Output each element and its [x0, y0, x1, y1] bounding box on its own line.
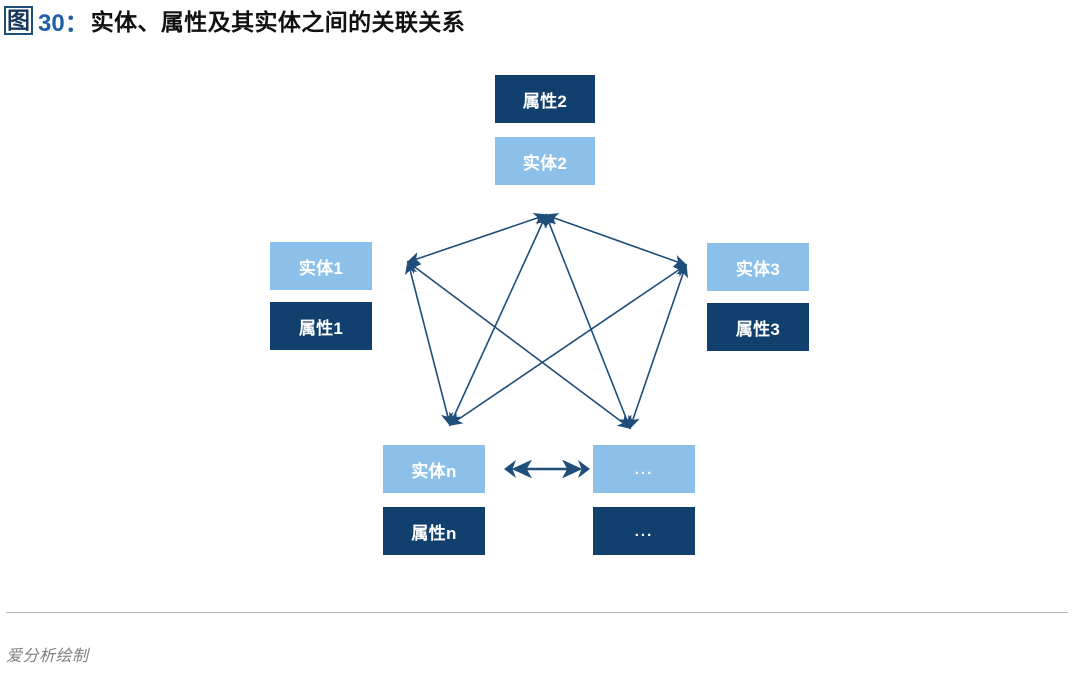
node-group-entity3: 实体3 属性3: [707, 243, 809, 351]
node-group-entity1: 实体1 属性1: [270, 242, 372, 350]
attribute-box-3[interactable]: 属性3: [707, 303, 809, 351]
edge-node3-noden: [448, 264, 688, 426]
entity-box-2[interactable]: 实体2: [495, 137, 595, 185]
entity-box-3[interactable]: 实体3: [707, 243, 809, 291]
attribute-box-2[interactable]: 属性2: [495, 75, 595, 123]
page-title: 图 30： 实体、属性及其实体之间的关联关系: [4, 5, 466, 37]
edge-node2-node1: [406, 212, 548, 265]
node-group-more: ... ...: [593, 445, 695, 555]
figure-heading: 实体、属性及其实体之间的关联关系: [90, 9, 466, 35]
footer-note: 爱分析绘制: [6, 648, 89, 665]
bidirectional-arrow-noden-more: [504, 459, 590, 479]
figure-marker: 图: [4, 5, 33, 35]
node-group-entity2: 属性2 实体2: [495, 75, 595, 185]
footer-divider: [6, 612, 1068, 613]
edge-node2-node3: [544, 213, 688, 267]
entity-relationship-diagram: 属性2 实体2 实体1 属性1 实体3 属性3 实体n 属性n ... ...: [0, 45, 1080, 590]
attribute-box-n[interactable]: 属性n: [383, 507, 485, 555]
edge-node3-nodemore: [627, 263, 689, 430]
edge-node1-noden: [404, 260, 454, 427]
relationship-edges: [404, 212, 689, 430]
entity-box-1[interactable]: 实体1: [270, 242, 372, 290]
node-group-entityn: 实体n 属性n: [383, 445, 485, 555]
edge-node2-noden: [449, 213, 547, 427]
entity-box-more[interactable]: ...: [593, 445, 695, 493]
attribute-box-more[interactable]: ...: [593, 507, 695, 555]
attribute-box-1[interactable]: 属性1: [270, 302, 372, 350]
figure-number: 30：: [38, 9, 89, 37]
entity-box-n[interactable]: 实体n: [383, 445, 485, 493]
